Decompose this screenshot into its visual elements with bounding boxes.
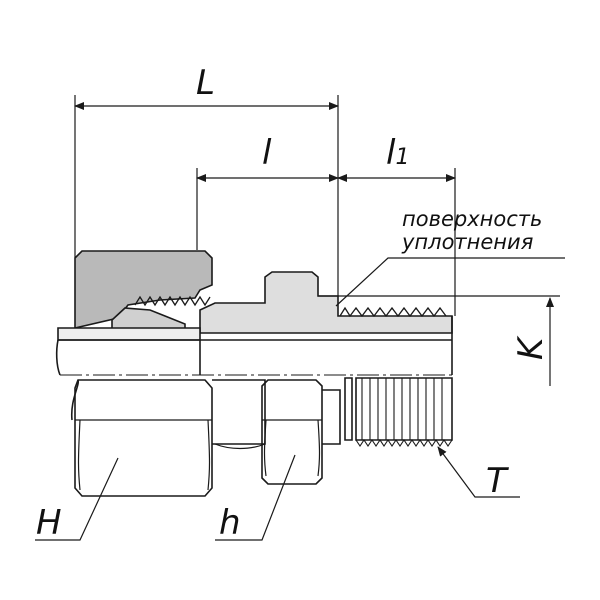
thread-leader: [437, 446, 520, 498]
dimensions: [35, 95, 565, 541]
label-L: L: [196, 63, 215, 103]
body-section: [199, 271, 453, 334]
h-leader: [215, 454, 296, 541]
label-l1-sub: 1: [395, 145, 409, 170]
label-h: h: [219, 503, 241, 543]
label-T: T: [486, 461, 509, 501]
lower-view: [55, 339, 453, 497]
big-nut-outline: [74, 379, 213, 497]
H-leader: [35, 457, 119, 541]
note-line-1: поверхность: [402, 207, 542, 231]
small-nut-outline: [261, 379, 323, 485]
upper-section: [57, 250, 453, 375]
tube-section: [57, 327, 201, 341]
label-l: l: [262, 133, 272, 173]
nut-thread: [134, 295, 211, 307]
label-H: H: [36, 503, 62, 543]
label-l1-base: l: [386, 133, 396, 173]
nut-section: [74, 250, 213, 330]
label-l1: l1: [386, 133, 409, 173]
label-K: K: [511, 335, 551, 360]
male-thread-upper: [339, 306, 447, 318]
seal-leader: [335, 257, 565, 307]
note-line-2: уплотнения: [401, 230, 533, 254]
